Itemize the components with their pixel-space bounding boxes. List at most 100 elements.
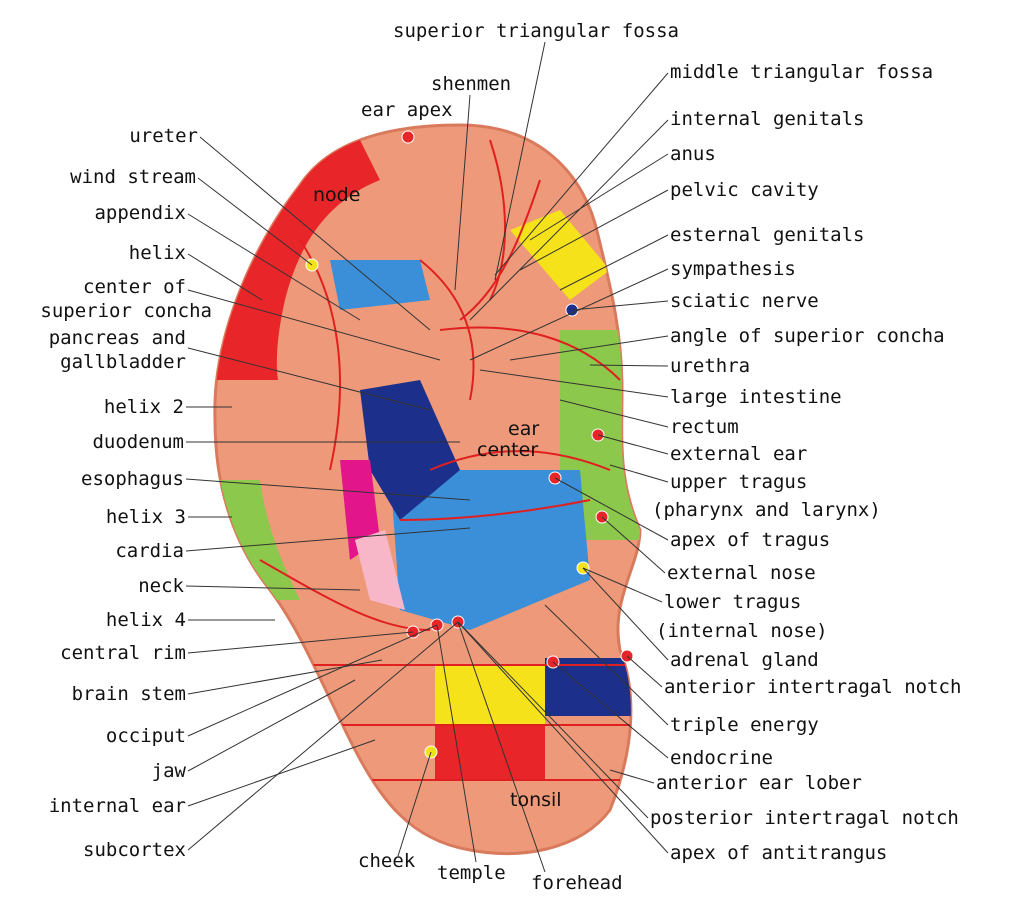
cardia-zone xyxy=(355,530,405,610)
label-triple-energy: triple energy xyxy=(670,714,819,736)
label-forehead: forehead xyxy=(531,872,623,894)
leader-angle-superior-concha xyxy=(509,335,669,361)
label-jaw: jaw xyxy=(151,760,186,782)
label-esophagus: esophagus xyxy=(81,468,184,490)
label-center-of: center of xyxy=(83,276,186,298)
leader-middle-triangular-fossa xyxy=(494,72,669,276)
label-central-rim: central rim xyxy=(60,642,186,664)
leader-rectum xyxy=(559,399,669,428)
leader-internal-genitals xyxy=(469,119,669,321)
leader-wind-stream xyxy=(197,177,313,266)
leader-esternal-genitals xyxy=(559,234,669,291)
helix-zone xyxy=(215,140,380,380)
label-cardia: cardia xyxy=(115,540,184,562)
eyes-box xyxy=(435,725,545,780)
leader-adrenal-gland xyxy=(582,567,669,661)
leader-lower-tragus xyxy=(582,567,663,603)
leader-jaw xyxy=(187,679,356,772)
label-occiput: occiput xyxy=(105,725,186,747)
leader-occiput xyxy=(187,624,438,737)
label-sciatic-nerve: sciatic nerve xyxy=(670,290,819,312)
label-external-ear: external ear xyxy=(670,443,808,465)
leader-appendix xyxy=(187,213,361,321)
leader-anterior-intertragal-notch xyxy=(626,655,663,688)
leader-sciatic-nerve xyxy=(571,300,669,311)
label-ear: ear xyxy=(508,418,540,440)
label-superior-triangular-fossa: superior triangular fossa xyxy=(393,20,679,42)
label-appendix: appendix xyxy=(94,202,186,224)
leader-sympathesis xyxy=(469,268,669,361)
leader-pelvic-cavity xyxy=(519,189,669,271)
label-lower-tragus: lower tragus xyxy=(664,591,802,613)
label-cheek: cheek xyxy=(358,850,416,872)
scapha-zone xyxy=(330,260,430,310)
leader-anterior-ear-lober xyxy=(609,769,655,784)
concha-zone xyxy=(390,470,590,630)
leader-temple xyxy=(436,624,477,863)
label-helix: helix xyxy=(128,242,186,264)
leader-external-ear xyxy=(597,434,669,455)
navy-zone xyxy=(360,380,460,520)
label-urethra: urethra xyxy=(670,355,751,377)
leader-external-nose xyxy=(601,516,666,574)
label-external-nose: external nose xyxy=(667,562,816,584)
label-ureter: ureter xyxy=(129,125,198,147)
label-duodenum: duodenum xyxy=(92,431,184,453)
leader-lines xyxy=(185,41,669,873)
label-wind-stream: wind stream xyxy=(70,166,196,188)
leader-cardia xyxy=(185,527,471,552)
label-helix-4: helix 4 xyxy=(105,609,186,631)
label-anterior-intertragal-notch: anterior intertragal notch xyxy=(664,676,962,698)
label-shenmen: shenmen xyxy=(431,73,512,95)
leader-triple-energy xyxy=(544,604,669,726)
leader-ureter xyxy=(199,136,431,331)
label-large-intestine: large intestine xyxy=(670,386,842,408)
leader-posterior-intertragal-notch xyxy=(457,621,649,819)
label-endocrine: endocrine xyxy=(670,747,773,769)
leader-upper-tragus xyxy=(609,464,669,483)
label-helix-3: helix 3 xyxy=(105,506,186,528)
leader-anus xyxy=(529,153,669,241)
label-ear-apex: ear apex xyxy=(361,99,453,121)
label-superior-concha: superior concha xyxy=(40,300,212,322)
leader-esophagus xyxy=(185,478,471,501)
label-internal-nose: (internal nose) xyxy=(656,620,828,642)
leader-apex-of-antitrangus xyxy=(457,621,669,854)
leader-pancreas xyxy=(187,347,431,411)
label-apex-of-antitrangus: apex of antitrangus xyxy=(670,842,888,864)
label-anterior-ear-lober: anterior ear lober xyxy=(656,772,862,794)
label-pharynx-and-larynx: (pharynx and larynx) xyxy=(652,499,881,521)
label-gallbladder: gallbladder xyxy=(60,351,186,373)
leader-subcortex xyxy=(187,621,459,851)
dot-ear-apex xyxy=(401,130,415,144)
label-esternal-genitals: esternal genitals xyxy=(670,224,865,246)
label-brain-stem: brain stem xyxy=(71,683,186,705)
label-tonsil: tonsil xyxy=(510,789,562,811)
label-sympathesis: sympathesis xyxy=(670,258,796,280)
label-node: node xyxy=(313,184,361,206)
leader-brain-stem xyxy=(187,659,383,695)
label-posterior-intertragal-notch: posterior intertragal notch xyxy=(650,807,959,829)
label-angle-of-superior-concha: angle of superior concha xyxy=(670,325,945,347)
leader-center-of xyxy=(187,289,441,361)
label-temple: temple xyxy=(437,862,506,884)
leader-internal-ear xyxy=(187,739,376,807)
leader-helix xyxy=(187,253,263,301)
leader-cheek xyxy=(397,751,432,857)
leader-large-intestine xyxy=(479,369,669,398)
label-adrenal-gland: adrenal gland xyxy=(670,649,819,671)
label-upper-tragus: upper tragus xyxy=(670,471,808,493)
label-apex-of-tragus: apex of tragus xyxy=(670,529,831,551)
leader-forehead xyxy=(457,621,546,873)
label-pelvic-cavity: pelvic cavity xyxy=(670,179,819,201)
label-neck: neck xyxy=(138,575,184,597)
leader-urethra xyxy=(589,364,669,367)
label-center: center xyxy=(477,439,539,461)
leader-central-rim xyxy=(187,631,414,654)
label-internal-ear: internal ear xyxy=(48,795,186,817)
label-rectum: rectum xyxy=(670,416,739,438)
leader-superior-triangular-fossa xyxy=(494,41,546,281)
label-anus: anus xyxy=(670,143,716,165)
